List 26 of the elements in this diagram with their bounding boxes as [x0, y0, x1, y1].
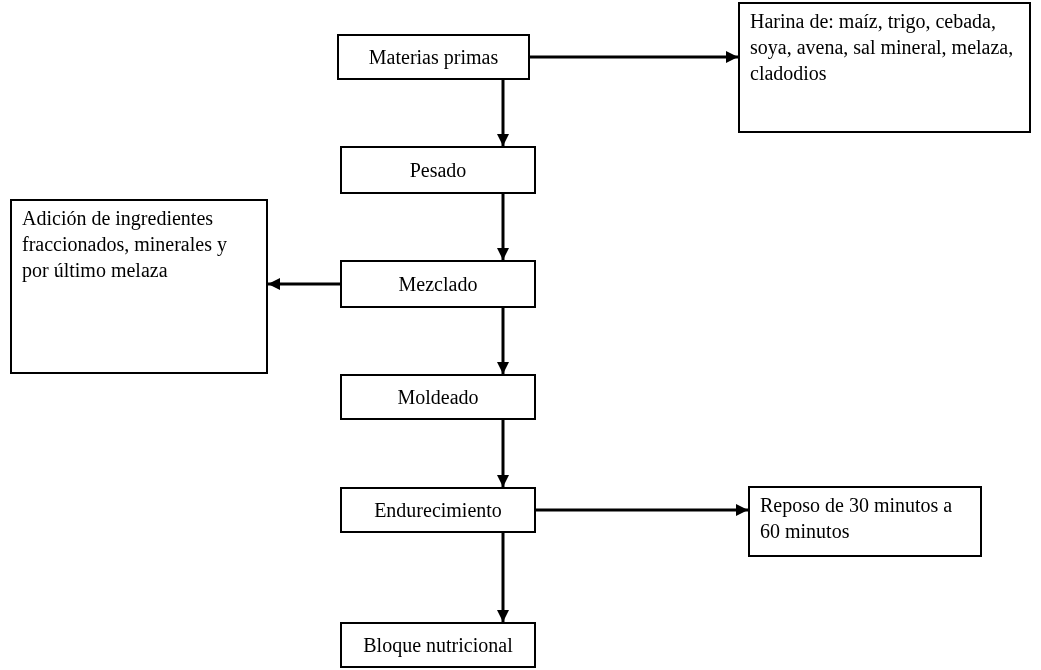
note-box	[10, 199, 268, 374]
arrow	[530, 51, 738, 63]
note-box	[738, 2, 1031, 133]
process-box	[340, 260, 536, 308]
process-box	[340, 374, 536, 420]
box-text: Endurecimiento	[374, 498, 502, 523]
arrow	[497, 420, 509, 487]
note-box	[748, 486, 982, 557]
box-text: Materias primas	[368, 45, 499, 70]
box-text: Mezclado	[398, 272, 478, 297]
box-text: Pesado	[409, 158, 467, 183]
arrow	[497, 80, 509, 146]
process-box	[340, 146, 536, 194]
box-text: Harina de: maíz, trigo, cebada, soya, avena, sal mineral, melaza, cladodios	[750, 9, 1015, 86]
box-text: Bloque nutricional	[363, 633, 513, 658]
arrow	[497, 194, 509, 260]
box-text: Reposo de 30 minutos a 60 minutos	[760, 493, 954, 544]
process-box	[340, 622, 536, 668]
arrow	[497, 308, 509, 374]
box-text: Moldeado	[397, 385, 479, 410]
process-box	[337, 34, 530, 80]
arrow	[536, 504, 748, 516]
process-box	[340, 487, 536, 533]
arrow	[497, 533, 509, 622]
box-text: Adición de ingredientes fraccionados, minerales y por último melaza	[22, 206, 228, 283]
arrow	[268, 278, 340, 290]
